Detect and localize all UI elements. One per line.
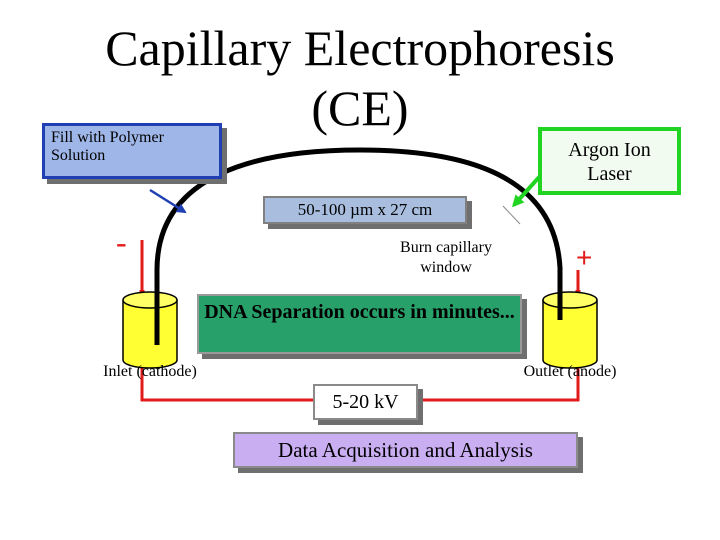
title-line-1: Capillary Electrophoresis [105, 20, 615, 76]
voltage-label: 5-20 kV [313, 384, 418, 420]
negative-sign: - [116, 224, 127, 260]
capillary-window [503, 202, 524, 224]
outlet-label: Outlet (anode) [523, 363, 617, 380]
separation-callout: DNA Separation occurs in minutes... [197, 294, 522, 354]
title-line-2: (CE) [311, 80, 409, 136]
data-acquisition-callout: Data Acquisition and Analysis [233, 432, 578, 468]
capillary-dimensions-callout: 50-100 µm x 27 cm [263, 196, 467, 224]
inlet-label: Inlet (cathode) [103, 363, 197, 380]
fill-arrow [149, 188, 187, 214]
burn-window-label: Burn capillary window [400, 239, 492, 276]
positive-sign: + [576, 242, 593, 273]
inlet-vial [122, 291, 178, 369]
outlet-vial [542, 291, 598, 369]
fill-polymer-callout: Fill with Polymer Solution [42, 123, 222, 179]
argon-laser-callout: Argon Ion Laser [538, 127, 681, 195]
